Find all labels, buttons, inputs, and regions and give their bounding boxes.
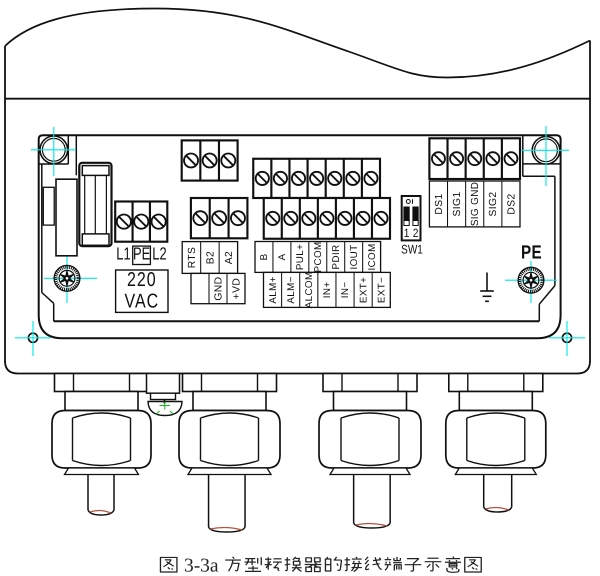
svg-text:ALM+: ALM+ [268,276,279,303]
svg-text:B: B [259,253,270,260]
svg-text:EXT+: EXT+ [358,277,369,303]
svg-text:SIG2: SIG2 [488,191,499,216]
svg-text:VAC: VAC [125,291,160,313]
svg-text:1: 1 [404,226,410,240]
svg-text:A2: A2 [224,251,235,264]
svg-text:IOUT: IOUT [349,244,360,269]
svg-text:PDIR: PDIR [331,244,342,269]
svg-text:PE: PE [133,244,150,264]
svg-text:220: 220 [127,269,157,291]
svg-text:B2: B2 [205,251,216,264]
svg-text:EXT−: EXT− [376,277,387,303]
svg-text:IN−: IN− [340,282,351,299]
svg-text:PE: PE [521,243,542,264]
svg-text:SW1: SW1 [401,243,423,257]
svg-text:PUL+: PUL+ [295,244,306,270]
svg-text:PCOM: PCOM [313,241,324,272]
svg-text:2: 2 [413,226,419,240]
svg-text:A: A [277,253,288,260]
svg-text:DS1: DS1 [434,193,445,214]
svg-text:L2: L2 [152,244,166,264]
svg-text:SIG GND: SIG GND [470,182,481,226]
svg-text:L1: L1 [116,244,130,264]
svg-text:ALM−: ALM− [286,276,297,303]
svg-text:ALCOM: ALCOM [304,271,315,308]
svg-text:3-3a: 3-3a [184,556,219,576]
svg-text:IN+: IN+ [322,282,333,299]
svg-text:GND: GND [213,277,224,301]
svg-text:RTS: RTS [187,247,198,269]
svg-text:+VD: +VD [231,278,242,300]
svg-text:DS2: DS2 [506,193,517,214]
svg-text:ICOM: ICOM [367,243,378,270]
svg-text:SIG1: SIG1 [452,191,463,216]
